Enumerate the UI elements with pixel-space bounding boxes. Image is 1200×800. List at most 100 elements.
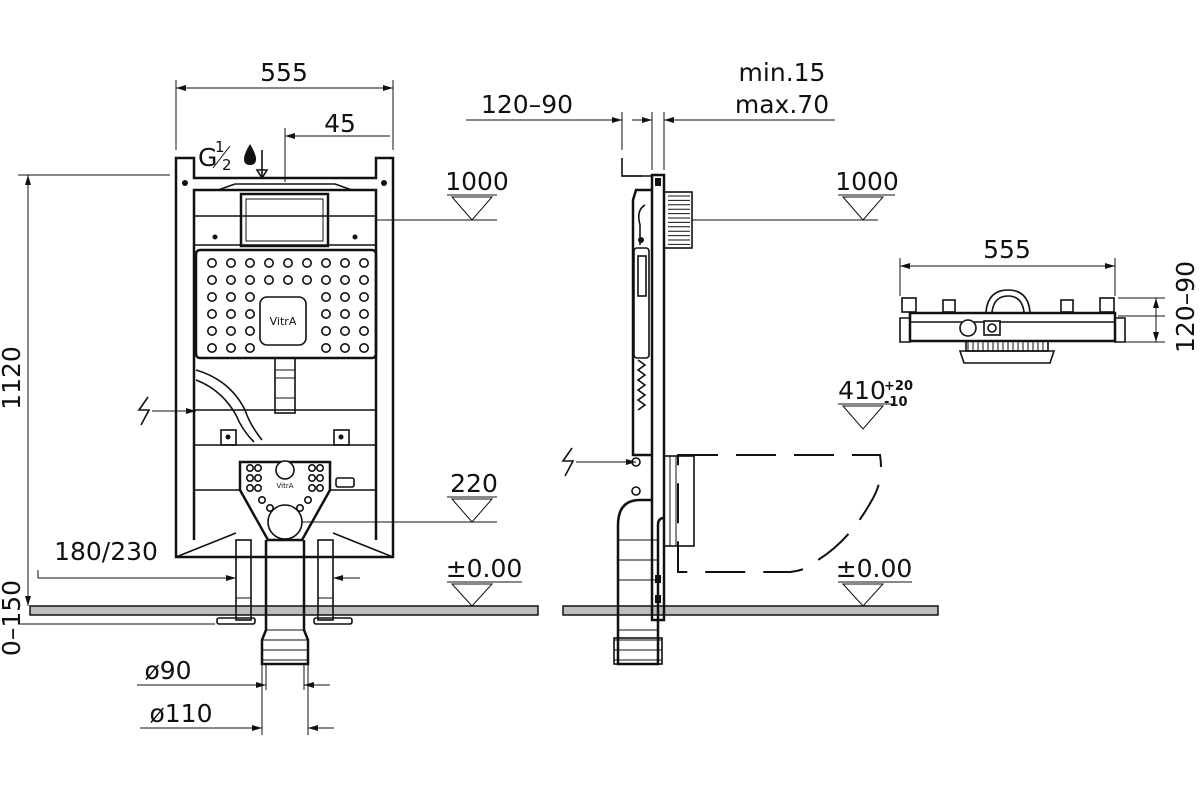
front-flush-level: 1000	[445, 167, 509, 196]
wall-max-label: max.70	[735, 90, 829, 119]
front-dimensions: 555 45 G 1 2 1120 0–150 180/230	[0, 58, 522, 735]
inlet-offset-label: 45	[324, 109, 356, 138]
svg-text:+20: +20	[884, 379, 913, 394]
pipe-inner-label: ø90	[144, 656, 191, 685]
panel-dot	[245, 274, 256, 285]
foot-spacing-label: 180/230	[54, 537, 158, 566]
bracket-dot	[254, 463, 263, 472]
svg-text:1: 1	[215, 138, 225, 156]
front-floor-level: ±0.00	[446, 554, 523, 583]
panel-dot	[207, 274, 218, 285]
top-width-label: 555	[983, 235, 1031, 264]
panel-dot	[358, 291, 369, 302]
brand-logo-text: VitrA	[270, 315, 297, 328]
drain-bracket	[238, 460, 332, 542]
bracket-dot	[257, 495, 266, 504]
bracket-dot	[246, 473, 255, 482]
side-floor	[562, 605, 939, 616]
svg-text:2: 2	[222, 156, 232, 174]
top-depth-label: 120–90	[1171, 261, 1200, 353]
bracket-dot	[254, 473, 263, 482]
cistern-dot-grid	[207, 257, 369, 353]
panel-dot	[320, 274, 331, 285]
panel-dot	[226, 325, 237, 336]
panel-dot	[282, 257, 293, 268]
panel-dot	[207, 308, 218, 319]
panel-dot	[320, 342, 331, 353]
panel-dot	[320, 257, 331, 268]
bracket-dot	[315, 473, 324, 482]
panel-dot	[245, 257, 256, 268]
pipe-outer-label: ø110	[149, 699, 212, 728]
side-depth-label: 120–90	[481, 90, 573, 119]
thread-label: G	[198, 143, 217, 172]
panel-dot	[245, 308, 256, 319]
front-width-label: 555	[260, 58, 308, 87]
panel-dot	[263, 274, 274, 285]
bracket-dot	[265, 503, 274, 512]
left-leg	[235, 539, 252, 621]
side-cistern	[631, 188, 652, 457]
side-view	[561, 158, 882, 666]
bracket-dot	[307, 473, 316, 482]
panel-dot	[207, 291, 218, 302]
svg-text:-10: -10	[884, 395, 908, 410]
panel-dot	[301, 257, 312, 268]
panel-dot	[207, 342, 218, 353]
drain-bracket-dots	[246, 463, 324, 512]
panel-dot	[358, 325, 369, 336]
panel-dot	[320, 291, 331, 302]
top-ribs	[967, 341, 1044, 351]
panel-dot	[245, 291, 256, 302]
svg-text:VitrA: VitrA	[277, 482, 294, 490]
panel-dot	[301, 274, 312, 285]
bracket-dot	[315, 463, 324, 472]
panel-dot	[339, 291, 350, 302]
water-drop-icon	[244, 144, 256, 165]
drain-pipe	[260, 540, 310, 666]
panel-dot	[245, 325, 256, 336]
wc-bowl-outline	[677, 454, 882, 573]
panel-dot	[207, 325, 218, 336]
side-drain-bend	[616, 498, 665, 666]
side-floor-level: ±0.00	[836, 554, 913, 583]
inlet-ribs	[668, 195, 690, 245]
panel-dot	[358, 274, 369, 285]
leg-range-label: 0–150	[0, 580, 26, 656]
panel-dot	[339, 308, 350, 319]
electric-icon	[137, 396, 151, 426]
top-frame-body	[908, 311, 1117, 343]
bracket-dot	[246, 463, 255, 472]
bracket-dot	[307, 483, 316, 492]
panel-dot	[339, 257, 350, 268]
side-dimensions: 120–90 min.15 max.70 1000 410 +20 -10 ±0…	[466, 58, 913, 607]
bracket-dot	[246, 483, 255, 492]
drain-opening	[267, 504, 303, 540]
bracket-dot	[295, 503, 304, 512]
panel-dot	[339, 342, 350, 353]
panel-dot	[320, 308, 331, 319]
panel-dot	[320, 325, 331, 336]
panel-dot	[207, 257, 218, 268]
bracket-dot	[254, 483, 263, 492]
panel-dot	[339, 325, 350, 336]
wall-min-label: min.15	[739, 58, 826, 87]
panel-dot	[282, 274, 293, 285]
panel-dot	[226, 291, 237, 302]
panel-dot	[245, 342, 256, 353]
front-view: VitrA VitrA	[174, 156, 395, 666]
panel-dot	[339, 274, 350, 285]
frame-outline	[174, 156, 395, 559]
top-view: 555 120–90	[899, 235, 1200, 364]
front-drain-level: 220	[450, 469, 498, 498]
right-leg	[317, 539, 334, 621]
flush-plate-opening	[239, 192, 330, 248]
panel-dot	[358, 257, 369, 268]
panel-dot	[263, 257, 274, 268]
panel-dot	[226, 342, 237, 353]
bowl-height-level: 410	[838, 376, 886, 405]
bracket-dot	[307, 463, 316, 472]
panel-dot	[226, 257, 237, 268]
panel-dot	[358, 308, 369, 319]
panel-dot	[226, 308, 237, 319]
